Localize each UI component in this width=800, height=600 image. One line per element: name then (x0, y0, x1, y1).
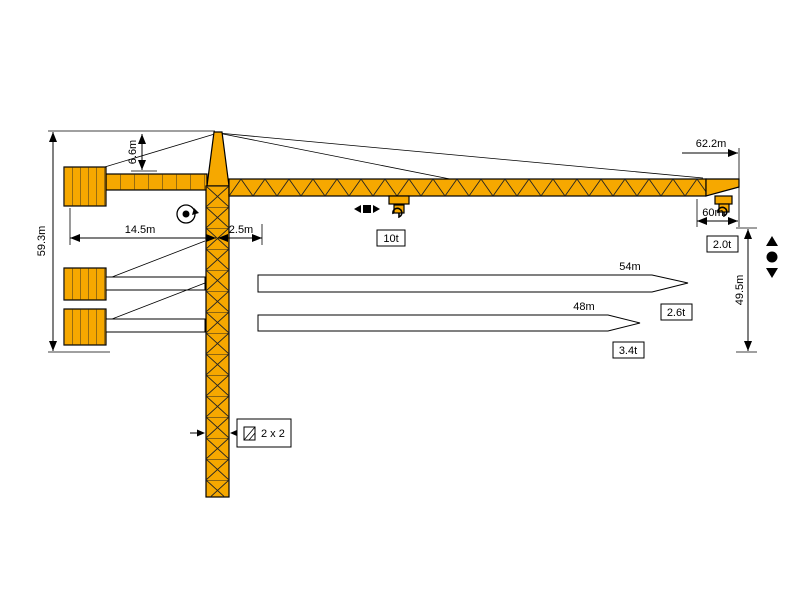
jib-options (257, 274, 689, 332)
hook-hoist-icon (766, 236, 778, 278)
jib-tip-section (705, 178, 740, 197)
trolley-travel-icon (354, 205, 380, 213)
label-jib-option-54-capacity: 2.6t (667, 307, 685, 319)
dimension-lines (49, 132, 752, 351)
tower-mast-lattice (206, 186, 229, 497)
tower-section-arrows (190, 429, 238, 437)
jib-option-54-capacity-box (660, 303, 693, 321)
labels: 59.3m 6.6m 14.5m 2.5m 62.2m 60m 2.0t 49.… (36, 138, 746, 440)
ballast-tie-2 (111, 282, 206, 320)
trolley (388, 195, 410, 205)
label-tip-radius: 60m (702, 207, 723, 219)
label-total-height: 59.3m (36, 226, 48, 257)
tower-section-callout (236, 418, 292, 448)
ballast-beam-1 (105, 276, 206, 291)
tip-capacity-box (706, 235, 739, 253)
ballast-tie-1 (111, 240, 206, 278)
label-jib-option-48-capacity: 3.4t (619, 345, 637, 357)
tower-section-icon-hatch (243, 426, 256, 441)
label-jib-option-48: 48m (573, 301, 594, 313)
crane-structure (63, 131, 740, 498)
symbols (176, 204, 778, 437)
label-max-capacity: 10t (383, 233, 398, 245)
label-max-radius: 62.2m (696, 138, 727, 150)
tower-section-box (236, 418, 292, 448)
pendant-lines (97, 132, 704, 181)
label-tip-capacity: 2.0t (713, 239, 731, 251)
max-capacity-box (376, 229, 406, 247)
counter-jib-panels (106, 174, 207, 190)
label-jib-option-54: 54m (619, 261, 640, 273)
tip-hook-icon (717, 206, 728, 218)
ballast-beams (105, 240, 206, 333)
label-tower-section: 2 x 2 (261, 428, 285, 440)
jib-option-48-capacity-box (612, 341, 645, 359)
hook-icon (392, 207, 403, 219)
jib-option-54 (257, 274, 689, 293)
ballast-beam-2 (105, 318, 206, 333)
counterweight-slabs (64, 167, 106, 206)
ballast-stack-1-slabs (64, 268, 106, 300)
ballast-stack-2-slabs (64, 309, 106, 345)
label-cat-head-height: 6.6m (127, 140, 139, 164)
tip-trolley (714, 195, 733, 205)
jib-option-48 (257, 314, 641, 332)
label-front-offset: 2.5m (229, 224, 253, 236)
main-jib-lattice (229, 179, 706, 196)
pendant-jib-inner (217, 132, 456, 181)
label-hook-height: 49.5m (734, 275, 746, 306)
pendant-counter-jib (97, 132, 219, 170)
label-counter-jib-radius: 14.5m (125, 224, 156, 236)
label-boxes (236, 229, 739, 448)
pendant-jib-outer (217, 132, 704, 179)
slewing-rotation-icon (176, 204, 199, 224)
